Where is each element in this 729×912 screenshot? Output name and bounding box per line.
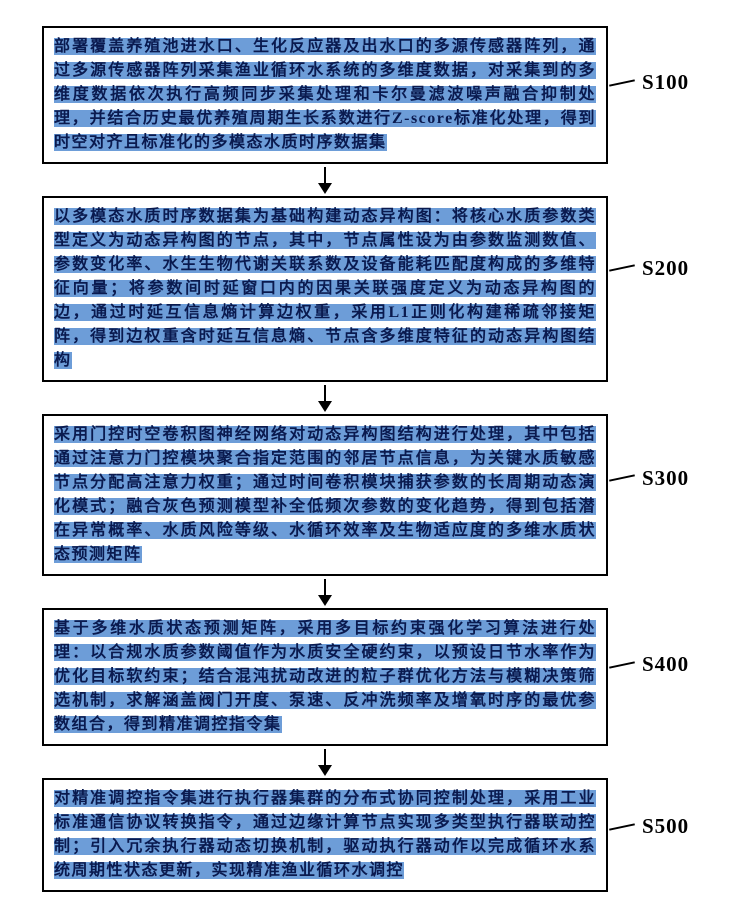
- step-box-s500: 对精准调控指令集进行执行器集群的分布式协同控制处理，采用工业标准通信协议转换指令…: [42, 778, 608, 892]
- flow-step-s300: 采用门控时空卷积图神经网络对动态异构图结构进行处理，其中包括通过注意力门控模块聚…: [42, 414, 688, 576]
- flow-step-s100: 部署覆盖养殖池进水口、生化反应器及出水口的多源传感器阵列，通过多源传感器阵列采集…: [42, 26, 688, 164]
- leader-line-s500: [609, 823, 635, 831]
- step-box-s200: 以多模态水质时序数据集为基础构建动态异构图：将核心水质参数类型定义为动态异构图的…: [42, 196, 608, 382]
- step-text-s400: 基于多维水质状态预测矩阵，采用多目标约束强化学习算法进行处理：以合规水质参数阈值…: [54, 620, 596, 733]
- down-arrow-3: [42, 576, 608, 608]
- step-callout-s200: S200: [609, 256, 689, 281]
- step-callout-s400: S400: [609, 652, 689, 677]
- step-text-s200: 以多模态水质时序数据集为基础构建动态异构图：将核心水质参数类型定义为动态异构图的…: [54, 208, 596, 369]
- step-callout-s500: S500: [609, 814, 689, 839]
- down-arrow-4: [42, 746, 608, 778]
- arrow-head-icon: [318, 183, 332, 194]
- step-label-s100: S100: [642, 70, 690, 95]
- step-box-s100: 部署覆盖养殖池进水口、生化反应器及出水口的多源传感器阵列，通过多源传感器阵列采集…: [42, 26, 608, 164]
- arrow-shaft: [324, 579, 326, 595]
- step-text-s300: 采用门控时空卷积图神经网络对动态异构图结构进行处理，其中包括通过注意力门控模块聚…: [54, 426, 596, 563]
- step-box-s400: 基于多维水质状态预测矩阵，采用多目标约束强化学习算法进行处理：以合规水质参数阈值…: [42, 608, 608, 746]
- step-label-s400: S400: [642, 652, 690, 677]
- arrow-shaft: [324, 749, 326, 765]
- step-box-s300: 采用门控时空卷积图神经网络对动态异构图结构进行处理，其中包括通过注意力门控模块聚…: [42, 414, 608, 576]
- step-label-s300: S300: [642, 465, 690, 490]
- arrow-shaft: [324, 385, 326, 401]
- arrow-head-icon: [318, 595, 332, 606]
- down-arrow-1: [42, 164, 608, 196]
- leader-line-s300: [609, 474, 635, 483]
- flow-step-s500: 对精准调控指令集进行执行器集群的分布式协同控制处理，采用工业标准通信协议转换指令…: [42, 778, 688, 892]
- step-label-s200: S200: [642, 255, 690, 280]
- step-callout-s100: S100: [609, 70, 689, 95]
- arrow-head-icon: [318, 765, 332, 776]
- leader-line-s200: [609, 264, 635, 272]
- leader-line-s400: [609, 660, 635, 669]
- leader-line-s100: [609, 78, 635, 87]
- flow-step-s200: 以多模态水质时序数据集为基础构建动态异构图：将核心水质参数类型定义为动态异构图的…: [42, 196, 688, 382]
- step-callout-s300: S300: [609, 466, 689, 491]
- step-label-s500: S500: [642, 814, 690, 839]
- arrow-shaft: [324, 167, 326, 183]
- flow-step-s400: 基于多维水质状态预测矩阵，采用多目标约束强化学习算法进行处理：以合规水质参数阈值…: [42, 608, 688, 746]
- arrow-head-icon: [318, 401, 332, 412]
- down-arrow-2: [42, 382, 608, 414]
- step-text-s500: 对精准调控指令集进行执行器集群的分布式协同控制处理，采用工业标准通信协议转换指令…: [54, 790, 596, 879]
- step-text-s100: 部署覆盖养殖池进水口、生化反应器及出水口的多源传感器阵列，通过多源传感器阵列采集…: [54, 38, 596, 151]
